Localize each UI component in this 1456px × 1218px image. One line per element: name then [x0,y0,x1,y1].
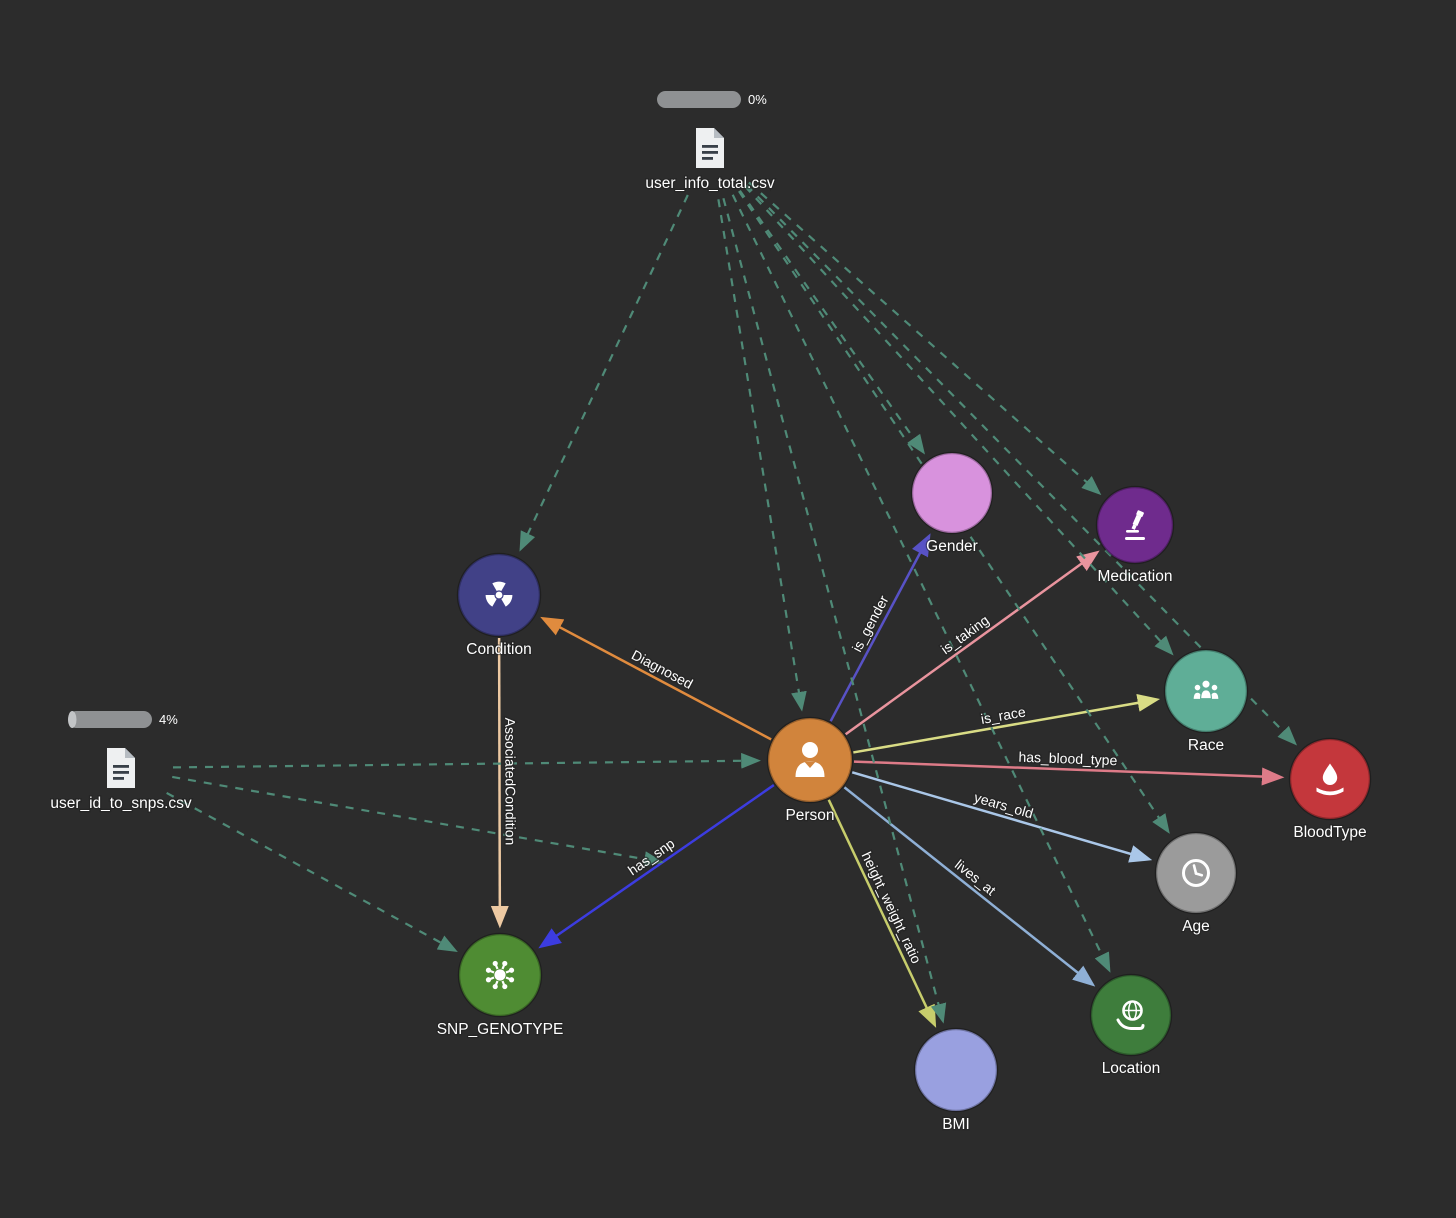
relationship-is-race[interactable] [853,693,1161,754]
mapping-line [717,199,807,712]
radiation-icon [485,581,513,607]
person-icon [795,742,825,777]
nodes-layer: Person Condition GenderMedicationRaceBlood… [435,451,1372,1134]
node-label-snp-genotype: SNP_GENOTYPE [437,1021,564,1038]
file-label: user_id_to_snps.csv [50,795,192,812]
node-bloodtype[interactable]: BloodType [1288,737,1372,842]
mapping-line [745,184,1298,746]
csv-file-icon[interactable] [696,128,724,168]
relationship-diagnosed[interactable] [540,616,772,741]
progress-percent: 4% [159,712,178,727]
mapping-line [172,752,761,769]
mapping-line [172,775,664,867]
node-label-age: Age [1182,918,1210,935]
node-label-person: Person [785,807,834,824]
node-circle-person[interactable] [766,716,854,804]
csv-file-icon[interactable] [107,748,135,788]
node-condition[interactable]: Condition [456,552,542,659]
mapping-line [731,194,1111,973]
node-location[interactable]: Location [1089,973,1173,1078]
node-age[interactable]: Age [1154,831,1238,936]
node-gender[interactable]: Gender [910,451,994,556]
mapping-line [519,194,689,552]
node-race[interactable]: Race [1163,648,1249,755]
relationship-is-taking[interactable] [844,550,1100,736]
relationship-years-old[interactable] [851,771,1153,863]
mapping-line [748,181,1102,496]
progress-percent: 0% [748,92,767,107]
mapping-line [722,197,947,1024]
node-label-condition: Condition [466,641,532,658]
node-circle-location[interactable] [1089,973,1173,1057]
people-icon [1192,679,1220,701]
file-node-user-info-total-csv[interactable]: 0% user_info_total.csv [644,91,776,193]
node-label-bmi: BMI [942,1116,970,1133]
node-person[interactable]: Person [766,716,854,825]
mapping-lines-layer [166,181,1298,1024]
file-label: user_info_total.csv [645,175,774,192]
relationship-lives-at[interactable] [843,786,1096,987]
node-label-gender: Gender [926,538,978,555]
node-snp-genotype[interactable]: SNP_GENOTYPE [435,932,565,1039]
files-layer: 0% user_info_total.csv 4% user_id_to_snps.c… [49,91,776,813]
microscope-icon [1125,510,1145,540]
globe-icon [1116,1000,1145,1030]
progress-bar [68,711,152,728]
relationship-has-snp[interactable] [538,784,775,949]
node-circle-gender[interactable] [910,451,994,535]
node-label-race: Race [1188,737,1224,754]
clock-icon [1182,859,1210,887]
node-circle-bmi[interactable] [913,1027,999,1113]
relationship-label-associatedcondition[interactable]: AssociatedCondition [501,716,520,847]
progress-bar [657,91,741,108]
file-node-user-id-to-snps-csv[interactable]: 4% user_id_to_snps.csv [49,711,193,813]
mapping-line [166,791,458,952]
relationships-layer [490,533,1285,1028]
relationship-has-blood-type[interactable] [853,760,1285,786]
node-bmi[interactable]: BMI [913,1027,999,1134]
node-label-location: Location [1102,1060,1161,1077]
mapping-line [738,189,925,455]
relationship-associatedcondition[interactable] [490,637,509,929]
relationship-height-weight-ratio[interactable] [827,799,937,1028]
relationship-label-height-weight-ratio[interactable]: height_weight_ratio [857,848,926,968]
relationship-is-gender[interactable] [829,533,931,722]
blood-icon [1316,763,1344,796]
node-medication[interactable]: Medication [1095,485,1175,586]
progress-bar-fill [68,711,77,728]
molecule-icon [485,960,515,990]
relationship-label-has-blood-type[interactable]: has_blood_type [1017,747,1120,770]
node-label-medication: Medication [1098,568,1173,585]
node-label-bloodtype: BloodType [1293,824,1366,841]
